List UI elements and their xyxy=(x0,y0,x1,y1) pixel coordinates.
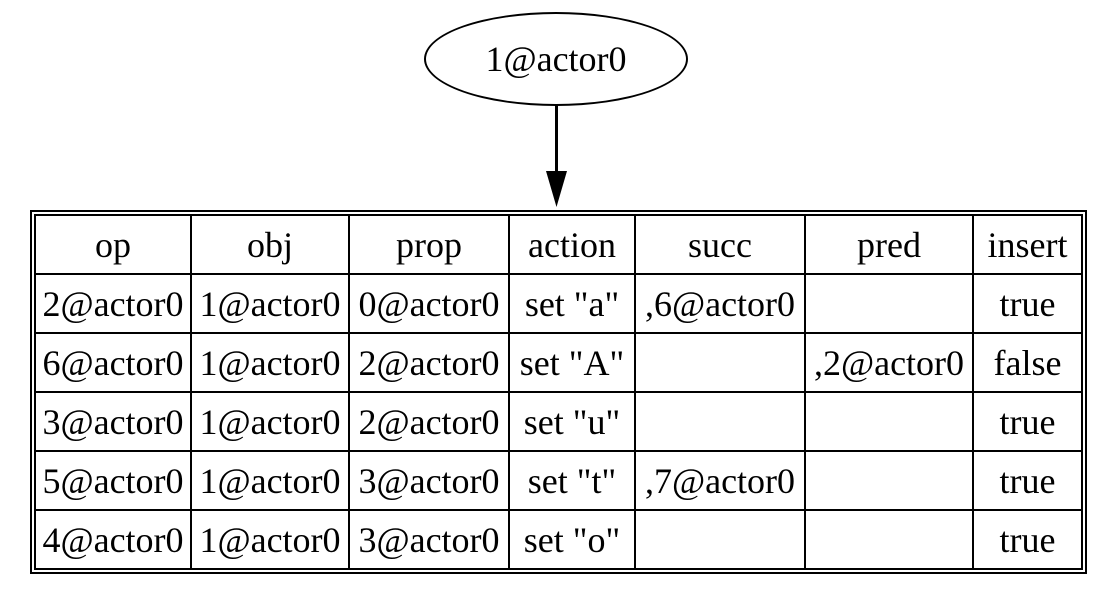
op-table: op obj prop action succ pred insert 2@ac… xyxy=(34,214,1083,570)
table-cell xyxy=(634,391,806,452)
table-cell: 1@actor0 xyxy=(190,450,350,511)
table-cell: 0@actor0 xyxy=(348,273,510,334)
table-cell: 3@actor0 xyxy=(348,450,510,511)
table-cell xyxy=(804,509,974,570)
table-cell: set "o" xyxy=(508,509,636,570)
table-cell: ,7@actor0 xyxy=(634,450,806,511)
table-cell: true xyxy=(972,509,1083,570)
column-header-op: op xyxy=(34,214,192,275)
table-cell: 1@actor0 xyxy=(190,273,350,334)
column-header-obj: obj xyxy=(190,214,350,275)
table-cell: 3@actor0 xyxy=(348,509,510,570)
table-cell xyxy=(634,332,806,393)
table-cell: set "a" xyxy=(508,273,636,334)
table-cell: true xyxy=(972,273,1083,334)
node-ellipse: 1@actor0 xyxy=(424,12,688,106)
column-header-succ: succ xyxy=(634,214,806,275)
table-cell: set "u" xyxy=(508,391,636,452)
table-cell: 2@actor0 xyxy=(34,273,192,334)
table-cell: 5@actor0 xyxy=(34,450,192,511)
table-cell: ,6@actor0 xyxy=(634,273,806,334)
table-cell: false xyxy=(972,332,1083,393)
table-cell: set "t" xyxy=(508,450,636,511)
op-table-wrapper: op obj prop action succ pred insert 2@ac… xyxy=(30,210,1087,574)
column-header-action: action xyxy=(508,214,636,275)
table-cell: 1@actor0 xyxy=(190,509,350,570)
table-cell: 4@actor0 xyxy=(34,509,192,570)
table-cell xyxy=(634,509,806,570)
table-cell: true xyxy=(972,450,1083,511)
column-header-prop: prop xyxy=(348,214,510,275)
table-cell: true xyxy=(972,391,1083,452)
table-cell: 1@actor0 xyxy=(190,332,350,393)
table-cell xyxy=(804,273,974,334)
table-cell: 2@actor0 xyxy=(348,332,510,393)
table-cell: 1@actor0 xyxy=(190,391,350,452)
table-cell: ,2@actor0 xyxy=(804,332,974,393)
column-header-pred: pred xyxy=(804,214,974,275)
column-header-insert: insert xyxy=(972,214,1083,275)
table-cell: 2@actor0 xyxy=(348,391,510,452)
table-cell xyxy=(804,391,974,452)
node-label: 1@actor0 xyxy=(485,39,627,79)
table-cell: set "A" xyxy=(508,332,636,393)
table-cell: 6@actor0 xyxy=(34,332,192,393)
table-cell xyxy=(804,450,974,511)
table-header-row: op obj prop action succ pred insert xyxy=(34,214,1083,275)
table-cell: 3@actor0 xyxy=(34,391,192,452)
